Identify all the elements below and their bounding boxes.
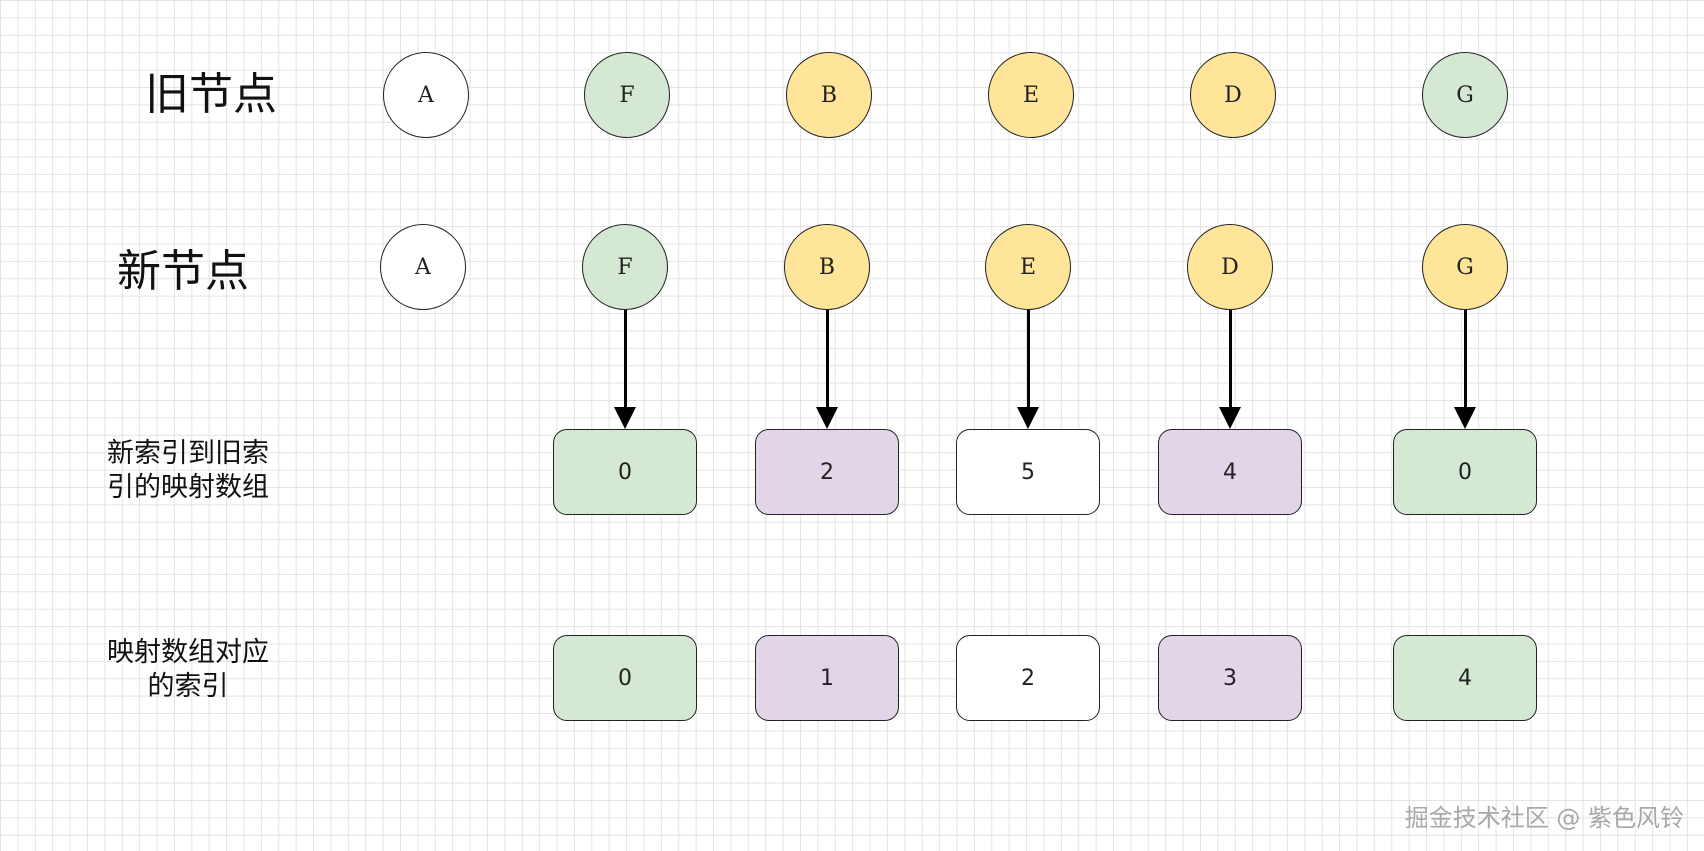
arrow-e-to-mapping (1017, 310, 1039, 429)
old-node-g: G (1422, 52, 1508, 138)
new-node-f: F (582, 224, 668, 310)
mapping-cell-1: 2 (755, 429, 899, 515)
index-cell-0: 0 (553, 635, 697, 721)
index-cell-3: 3 (1158, 635, 1302, 721)
new-node-g: G (1422, 224, 1508, 310)
mapping-array-label: 新索引到旧索 引的映射数组 (88, 437, 288, 505)
new-node-b: B (784, 224, 870, 310)
new-node-d: D (1187, 224, 1273, 310)
mapping-cell-4: 0 (1393, 429, 1537, 515)
index-cell-1: 1 (755, 635, 899, 721)
old-nodes-label: 旧节点 (145, 69, 277, 120)
mapping-array-label-line2: 引的映射数组 (107, 471, 269, 503)
arrow-f-to-mapping (614, 310, 636, 429)
new-nodes-label: 新节点 (117, 246, 249, 297)
mapping-cell-0: 0 (553, 429, 697, 515)
old-node-e: E (988, 52, 1074, 138)
mapping-index-label: 映射数组对应 的索引 (88, 636, 288, 704)
mapping-cell-3: 4 (1158, 429, 1302, 515)
old-node-d: D (1190, 52, 1276, 138)
arrow-b-to-mapping (816, 310, 838, 429)
mapping-index-label-line2: 的索引 (147, 670, 229, 702)
old-node-b: B (786, 52, 872, 138)
mapping-array-label-line1: 新索引到旧索 (107, 438, 269, 469)
arrow-g-to-mapping (1454, 310, 1476, 429)
mapping-cell-2: 5 (956, 429, 1100, 515)
old-node-f: F (584, 52, 670, 138)
mapping-index-label-line1: 映射数组对应 (107, 637, 269, 668)
watermark-text: 掘金技术社区 @ 紫色风铃 (1404, 804, 1684, 832)
new-node-a: A (380, 224, 466, 310)
index-cell-4: 4 (1393, 635, 1537, 721)
old-node-a: A (383, 52, 469, 138)
arrow-d-to-mapping (1219, 310, 1241, 429)
index-cell-2: 2 (956, 635, 1100, 721)
new-node-e: E (985, 224, 1071, 310)
